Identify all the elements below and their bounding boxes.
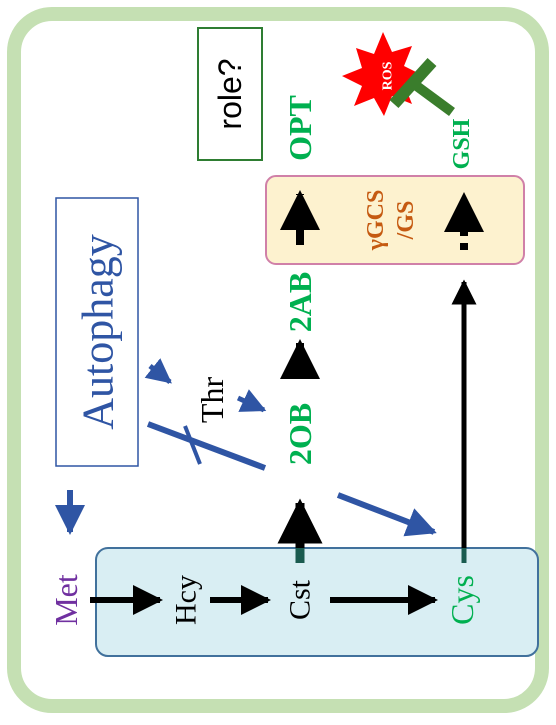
- cys-label: Cys: [444, 575, 480, 625]
- role-box: [197, 27, 263, 161]
- gs-label: /GS: [393, 201, 419, 241]
- autophagy-box: [55, 197, 139, 467]
- autophagy-to-thr-arrow-lower: [236, 389, 267, 413]
- 2ab-label: 2AB: [282, 272, 318, 332]
- ros-label: ROS: [381, 61, 396, 90]
- 2ob-to-cys-arrow: [336, 492, 437, 537]
- thr-separator-line: [183, 425, 202, 465]
- gamma-gcs-label: γGCS: [363, 190, 389, 252]
- gsh-inhibits-ros-line: [411, 79, 455, 117]
- autophagy-label: Autophagy: [74, 234, 123, 430]
- thr-to-2ob-line: [146, 421, 267, 471]
- thr-label: Thr: [194, 377, 230, 424]
- 2ob-label: 2OB: [282, 403, 318, 465]
- gsh-inhibits-ros-bar: [389, 57, 437, 109]
- gsh-label: GSH: [449, 118, 475, 169]
- cst-label: Cst: [284, 579, 317, 620]
- opt-label: OPT: [282, 95, 318, 161]
- hcy-label: Hcy: [170, 575, 203, 625]
- met-label: Met: [48, 574, 84, 626]
- role-label: role?: [212, 58, 248, 129]
- autophagy-to-thr-arrow-upper: [144, 358, 172, 384]
